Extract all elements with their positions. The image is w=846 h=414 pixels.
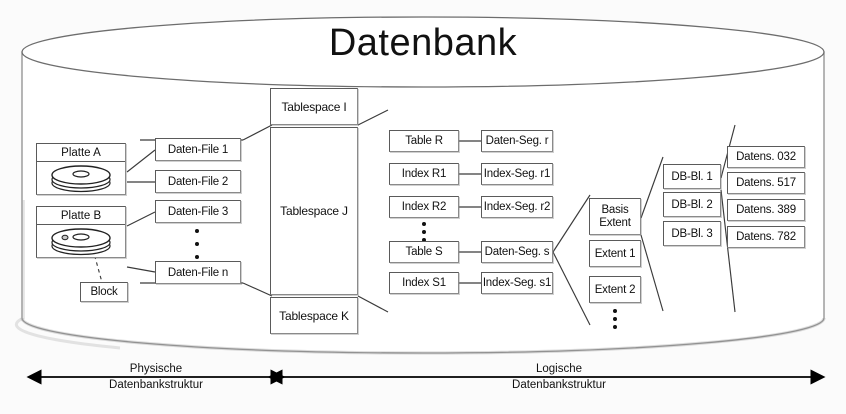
record-box-782[interactable]: Datens. 782 xyxy=(727,226,805,248)
disk-label-platte-a: Platte A xyxy=(37,144,125,162)
caption-physical-line2: Datenbankstruktur xyxy=(109,378,203,391)
object-box-table-s[interactable]: Table S xyxy=(389,241,459,263)
tablespace-box-j[interactable]: Tablespace J xyxy=(270,127,358,295)
disk-illustration-a xyxy=(37,162,125,195)
datafile-box-3[interactable]: Daten-File 3 xyxy=(155,200,241,223)
record-box-032[interactable]: Datens. 032 xyxy=(727,146,805,168)
segment-box-index-seg-s1[interactable]: Index-Seg. s1 xyxy=(481,272,553,294)
extent-box-1[interactable]: Extent 1 xyxy=(589,240,641,267)
extent-basis-line1: Basis xyxy=(601,203,629,216)
disk-stack-icon xyxy=(51,227,111,255)
record-box-517[interactable]: Datens. 517 xyxy=(727,172,805,194)
segment-box-daten-seg-r[interactable]: Daten-Seg. r xyxy=(481,130,553,152)
caption-logical-line2: Datenbankstruktur xyxy=(512,378,606,391)
extent-basis-line2: Extent xyxy=(599,216,631,229)
object-box-index-r1[interactable]: Index R1 xyxy=(389,163,459,185)
caption-logical-line1: Logische xyxy=(535,363,583,375)
object-box-index-s1[interactable]: Index S1 xyxy=(389,272,459,294)
datafile-box-n[interactable]: Daten-File n xyxy=(155,261,241,284)
segment-box-index-seg-r2[interactable]: Index-Seg. r2 xyxy=(481,196,553,218)
tablespace-box-k[interactable]: Tablespace K xyxy=(270,297,358,334)
segment-box-index-seg-r1[interactable]: Index-Seg. r1 xyxy=(481,163,553,185)
disk-illustration-b xyxy=(37,225,125,258)
caption-logical: Logische Datenbankstruktur xyxy=(479,362,639,393)
disk-card-platte-b[interactable]: Platte B xyxy=(36,206,126,258)
extent-box-basis[interactable]: Basis Extent xyxy=(589,198,641,235)
page-title: Datenbank xyxy=(328,22,518,64)
object-box-index-r2[interactable]: Index R2 xyxy=(389,196,459,218)
disk-card-platte-a[interactable]: Platte A xyxy=(36,143,126,195)
extent-box-2[interactable]: Extent 2 xyxy=(589,276,641,303)
db-block-box-3[interactable]: DB-Bl. 3 xyxy=(663,221,721,246)
record-box-389[interactable]: Datens. 389 xyxy=(727,199,805,221)
tablespace-box-i[interactable]: Tablespace I xyxy=(270,88,358,125)
disk-label-platte-b: Platte B xyxy=(37,207,125,225)
block-box[interactable]: Block xyxy=(80,282,128,302)
datafile-box-1[interactable]: Daten-File 1 xyxy=(155,138,241,161)
object-ellipsis xyxy=(421,222,427,242)
segment-box-daten-seg-s[interactable]: Daten-Seg. s xyxy=(481,241,553,263)
disk-stack-icon xyxy=(51,164,111,192)
extent-ellipsis xyxy=(612,309,618,329)
datafile-ellipsis xyxy=(194,229,200,259)
object-box-table-r[interactable]: Table R xyxy=(389,130,459,152)
db-block-box-2[interactable]: DB-Bl. 2 xyxy=(663,192,721,217)
caption-physical: Physische Datenbankstruktur xyxy=(86,362,226,393)
datafile-box-2[interactable]: Daten-File 2 xyxy=(155,170,241,193)
caption-physical-line1: Physische xyxy=(129,363,183,375)
db-block-box-1[interactable]: DB-Bl. 1 xyxy=(663,164,721,189)
